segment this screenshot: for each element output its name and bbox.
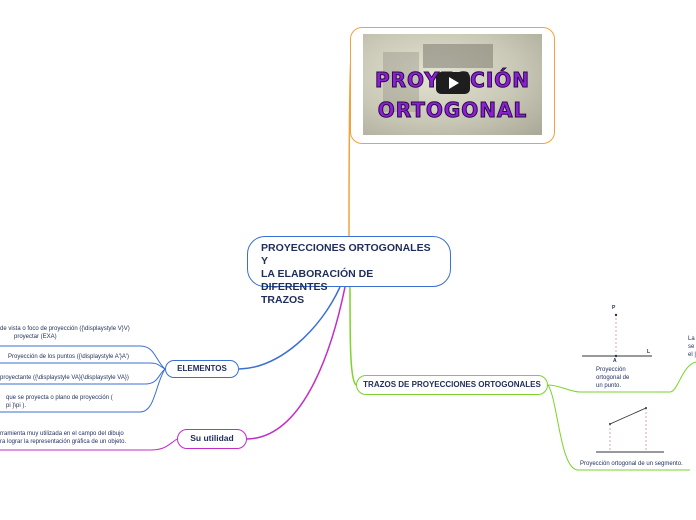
central-topic-line2: LA ELABORACIÓN DE DIFERENTES bbox=[261, 268, 374, 293]
figure-point-projection bbox=[582, 313, 652, 358]
side-cutoff-line2: se bbox=[688, 344, 695, 350]
connector-trazos bbox=[349, 286, 357, 386]
connector-elementos bbox=[238, 286, 341, 370]
central-topic-line1: PROYECCIONES ORTOGONALES Y bbox=[261, 242, 431, 267]
connector-elem-3 bbox=[0, 368, 166, 385]
elementos-item-3[interactable]: proyectante ({\displaystyle VA}{\display… bbox=[0, 374, 129, 382]
elementos-item-2[interactable]: Proyección de los puntos ({\displaystyle… bbox=[8, 353, 129, 361]
elementos-item-4[interactable]: que se proyecta o plano de proyección ( … bbox=[6, 394, 113, 410]
trazos-node[interactable]: TRAZOS DE PROYECCIONES ORTOGONALES bbox=[356, 375, 548, 395]
figure1-caption-line3: un punto. bbox=[596, 383, 622, 389]
elementos-item-3-line1: proyectante ({\displaystyle VA}{\display… bbox=[0, 375, 129, 381]
figure1-label-a: A bbox=[613, 358, 617, 364]
central-topic-line3: TRAZOS bbox=[261, 294, 305, 306]
elementos-item-2-line1: Proyección de los puntos ({\displaystyle… bbox=[8, 354, 130, 360]
connector-elem-1 bbox=[0, 345, 166, 370]
elementos-item-4-line2: pi }\pi ). bbox=[6, 403, 27, 409]
connector-utilidad-leaf bbox=[0, 438, 178, 451]
video-thumbnail[interactable]: PROYECCIÓN ORTOGONAL bbox=[363, 34, 542, 135]
side-cutoff-line3: el | bbox=[688, 352, 696, 358]
figure1-label-l: L bbox=[647, 349, 651, 355]
connector-elem-4 bbox=[0, 368, 166, 413]
thumbnail-shadow-panel bbox=[383, 52, 419, 112]
figure1-caption-line1: Proyección bbox=[596, 367, 626, 373]
figure2-caption[interactable]: Proyección ortogonal de un segmento. bbox=[580, 461, 683, 467]
figure1-caption-line2: ortogonal de bbox=[596, 375, 630, 381]
play-icon[interactable] bbox=[436, 72, 470, 94]
thumbnail-shadow-panel bbox=[423, 44, 493, 68]
elementos-node[interactable]: ELEMENTOS bbox=[165, 360, 239, 378]
utilidad-item[interactable]: rramienta muy utilizada en el campo del … bbox=[0, 430, 126, 446]
utilidad-item-line2: ra lograr la representación gráfica de u… bbox=[0, 439, 127, 445]
elementos-item-1-line1: de vista o foco de proyección ({\display… bbox=[0, 326, 130, 332]
figure-segment-projection bbox=[596, 407, 664, 453]
connector-utilidad bbox=[246, 286, 346, 440]
connector-elem-2 bbox=[0, 362, 166, 370]
side-cutoff-text[interactable]: La se el | bbox=[688, 335, 696, 359]
side-cutoff-line1: La bbox=[688, 336, 695, 342]
elementos-item-1-line2: proyectar (EXA) bbox=[14, 334, 57, 340]
elementos-item-1[interactable]: de vista o foco de proyección ({\display… bbox=[0, 325, 130, 341]
figure1-caption[interactable]: Proyección ortogonal de un punto. bbox=[596, 366, 629, 390]
connector-trazos-fig1 bbox=[547, 361, 696, 393]
figure1-label-p: P bbox=[612, 305, 616, 311]
central-topic[interactable]: PROYECCIONES ORTOGONALES Y LA ELABORACIÓ… bbox=[247, 236, 451, 306]
connector-trazos-fig2 bbox=[547, 384, 690, 471]
utilidad-item-line1: rramienta muy utilizada en el campo del … bbox=[0, 431, 124, 437]
video-title-line2: ORTOGONAL bbox=[377, 98, 528, 123]
elementos-item-4-line1: que se proyecta o plano de proyección ( bbox=[6, 395, 113, 401]
utilidad-node[interactable]: Su utilidad bbox=[177, 429, 247, 449]
